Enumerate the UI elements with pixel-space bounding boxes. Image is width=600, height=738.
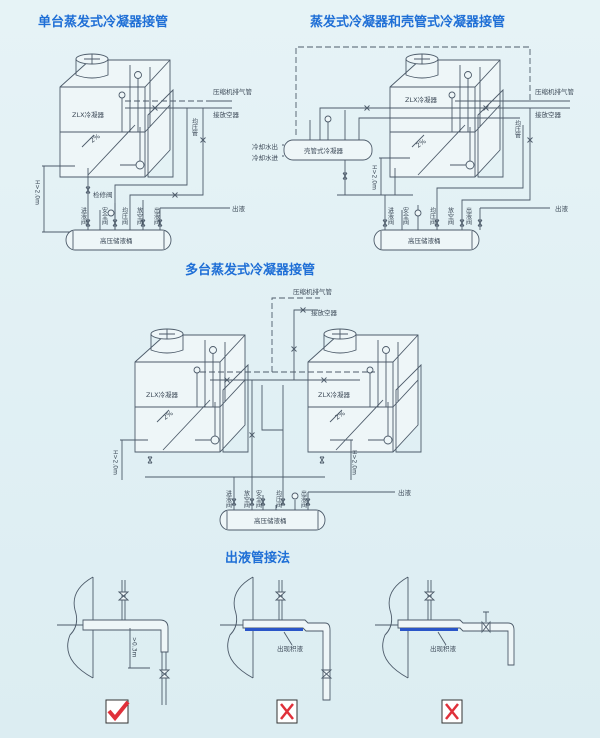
outlet-label: 出液 (232, 204, 246, 213)
discharge-label: 压缩机排气管 (293, 287, 333, 296)
vent-valve-label: 放空阀 (243, 489, 250, 509)
title-single: 单台蒸发式冷凝器接管 (38, 14, 168, 30)
vent-valve-label: 放空阀 (447, 206, 454, 226)
equalizer-pipe-label: 均压管 (191, 117, 198, 137)
condenser-label-left: ZLX冷凝器 (146, 390, 179, 399)
height-label-right: H>2.0m (351, 450, 358, 475)
outlet-label: 出液 (555, 204, 569, 213)
outlet-valve-label: 出液阀 (300, 489, 307, 509)
outlet-pipe-methods: 出液管接法 >0.3m 出现积液 (57, 550, 515, 724)
equalizer-valve-label: 均压阀 (121, 206, 128, 226)
liquid-accumulation (245, 628, 303, 631)
purger-label: 接放空器 (213, 110, 240, 119)
method-wrong-1: 出现积液 (220, 576, 333, 724)
single-condenser-diagram: 单台蒸发式冷凝器接管 ZLX冷凝器 2% 压缩机排气管 接放空器 均压管 检修阀… (34, 14, 253, 251)
combo-condenser-diagram: 蒸发式冷凝器和壳管式冷凝器接管 ZLX冷凝器 2% 壳管式冷凝器 冷却水出 冷却… (252, 14, 575, 251)
title-outlet: 出液管接法 (225, 550, 290, 566)
receiver-label: 高压储液桶 (254, 516, 287, 525)
zlx-condenser (389, 53, 504, 178)
cross-icon (280, 703, 294, 720)
receiver-label: 高压储液桶 (408, 236, 441, 245)
accumulation-label: 出现积液 (277, 644, 304, 653)
receiver-label: 高压储液桶 (100, 236, 133, 245)
service-valve-label: 检修阀 (93, 190, 113, 199)
safety-valve-label: 安全阀 (255, 489, 262, 509)
inlet-valve-label: 进液阀 (387, 206, 394, 226)
water-in-label: 冷却水进 (252, 153, 279, 162)
height-label: H>2.0m (34, 180, 41, 205)
inlet-valve-label: 进液阀 (80, 206, 87, 226)
equalizer-pipe-label: 均压管 (514, 119, 521, 139)
discharge-label: 压缩机排气管 (213, 87, 253, 96)
shell-tube-label: 壳管式冷凝器 (304, 146, 344, 155)
height-label-left: H>2.0m (112, 450, 119, 475)
min-drop-label: >0.3m (131, 637, 138, 658)
outlet-label: 出液 (398, 488, 412, 497)
safety-valve-label: 安全阀 (101, 206, 108, 226)
inlet-valve-label: 进液阀 (225, 489, 232, 509)
discharge-label: 压缩机排气管 (535, 87, 575, 96)
purger-label: 接放空器 (311, 308, 338, 317)
accumulation-label: 出现积液 (430, 644, 457, 653)
check-icon (107, 700, 130, 722)
outlet-valve-label: 出液阀 (153, 206, 160, 226)
cross-icon (445, 703, 459, 720)
water-out-label: 冷却水出 (252, 142, 278, 151)
liquid-accumulation (400, 628, 458, 631)
safety-valve-label: 安全阀 (402, 206, 409, 226)
outlet-valve-label: 出液阀 (465, 206, 472, 226)
title-combo: 蒸发式冷凝器和壳管式冷凝器接管 (310, 14, 505, 30)
equalizer-valve-label: 均压阀 (429, 206, 436, 226)
purger-label: 接放空器 (535, 110, 562, 119)
condenser-label: ZLX冷凝器 (405, 95, 438, 104)
multi-condenser-diagram: 多台蒸发式冷凝器接管 ZLX冷凝器 ZLX冷凝器 2% 2% 压缩机排气管 接放… (112, 262, 422, 531)
method-wrong-2: 出现积液 (375, 576, 515, 724)
condenser-label-right: ZLX冷凝器 (318, 390, 351, 399)
title-multi: 多台蒸发式冷凝器接管 (185, 262, 315, 278)
height-label: H>2.0m (371, 165, 378, 190)
vent-valve-label: 放空阀 (136, 206, 143, 226)
condenser-label: ZLX冷凝器 (72, 110, 105, 119)
method-correct: >0.3m (57, 576, 171, 724)
equalizer-valve-label: 均压阀 (275, 489, 282, 509)
